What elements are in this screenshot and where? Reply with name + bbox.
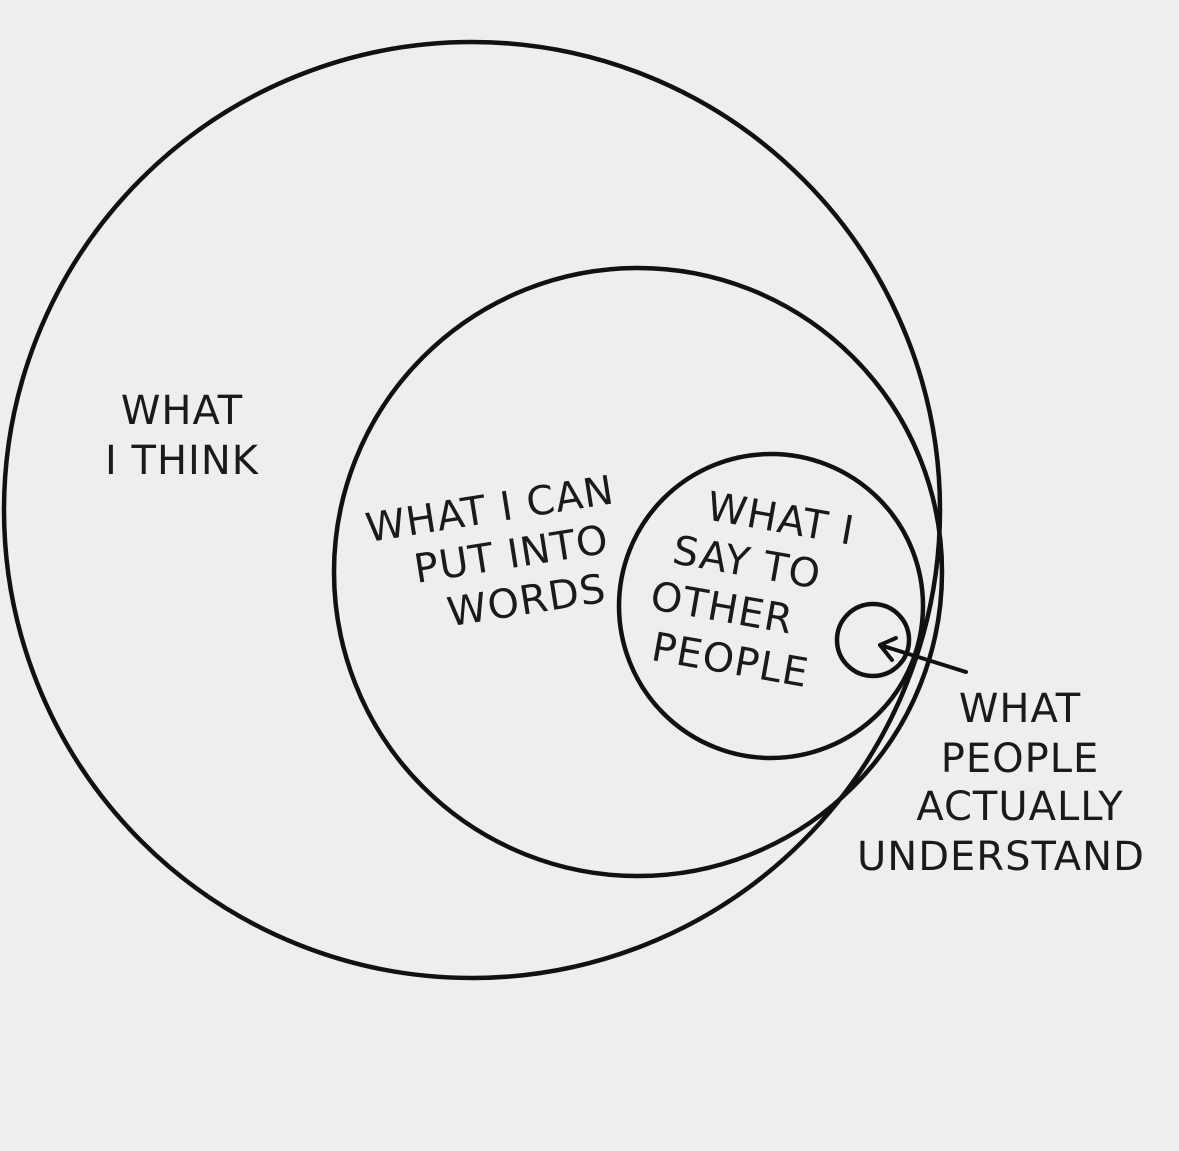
label-what-i-think-line-2: I THINK <box>105 438 260 484</box>
circle-what-i-say-to-other-people <box>616 451 926 761</box>
circle-what-i-think <box>1 39 943 981</box>
label-what-i-can-put-into-words: WHAT I CAN PUT INTO WORDS <box>363 467 618 636</box>
circle-what-people-actually-understand <box>834 601 912 679</box>
circle-what-i-can-put-into-words <box>331 265 945 879</box>
pointer-arrow <box>878 636 968 674</box>
label-understand-line-2: PEOPLE <box>941 736 1100 782</box>
label-understand-line-1: WHAT <box>959 686 1081 732</box>
label-what-i-think: WHAT I THINK <box>105 388 260 484</box>
pointer-arrow-head <box>878 636 898 662</box>
pointer-arrow-shaft <box>878 643 968 674</box>
label-understand-line-4: UNDERSTAND <box>857 834 1145 880</box>
label-what-i-think-line-1: WHAT <box>121 388 243 434</box>
label-what-i-say-to-other-people: WHAT I SAY TO OTHER PEOPLE <box>647 484 858 697</box>
label-understand-line-3: ACTUALLY <box>916 784 1123 830</box>
label-what-people-actually-understand: WHAT PEOPLE ACTUALLY UNDERSTAND <box>857 686 1145 880</box>
